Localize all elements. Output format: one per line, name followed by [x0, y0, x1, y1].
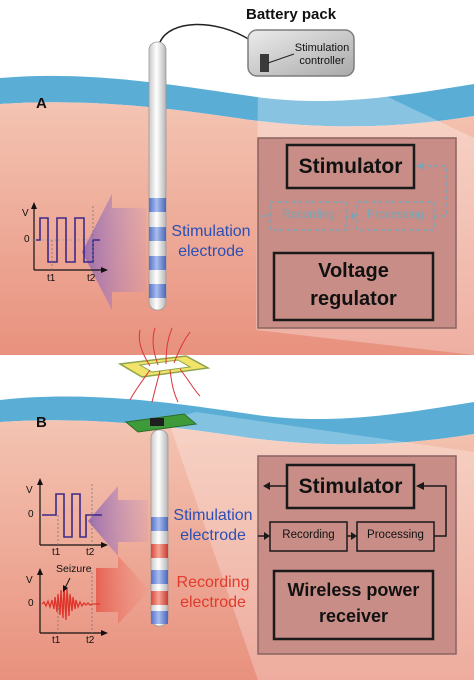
feedback-loop-b	[420, 485, 447, 537]
graph-b2-y-label: V	[26, 575, 33, 586]
stim-field-arrow-b	[88, 486, 148, 556]
stim-electrode-label-a-1: Stimulation	[171, 223, 251, 240]
recording-label-b: Recording	[282, 529, 335, 541]
rec-electrode-label-b-2: electrode	[180, 594, 246, 611]
graph-b2-y-arrow	[37, 568, 43, 575]
processing-label-a: Processing	[367, 209, 424, 221]
wireless-transmitter-coil	[117, 327, 211, 433]
rec-electrode-label-b-1: Recording	[176, 574, 250, 591]
stim-electrode-label-b-2: electrode	[180, 527, 246, 544]
controller-pointer	[267, 53, 295, 64]
stimulator-box-b	[285, 463, 416, 510]
field-lines	[129, 327, 201, 403]
battery-wire	[159, 23, 251, 43]
contact-1-a	[149, 198, 166, 212]
regulator-box-a	[272, 251, 435, 322]
contact-3-b	[151, 570, 168, 584]
graph-b1-x-arrow	[101, 542, 108, 548]
controller-label-line2: controller	[299, 55, 345, 67]
rec-to-proc-arrowhead-a	[351, 212, 357, 220]
seizure-annotation: Seizure	[56, 563, 92, 575]
graph-b2-eeg-trace	[41, 585, 100, 621]
seizure-pointer	[64, 577, 71, 589]
contact-2-a	[149, 227, 166, 241]
graph-b1-t1-label: t1	[52, 547, 61, 558]
graph-b1-y-label: V	[26, 485, 33, 496]
contact-4-b	[151, 591, 168, 605]
stimulator-box-a	[285, 143, 416, 190]
panel-a	[0, 23, 474, 355]
feedback-arrowhead-a	[416, 162, 424, 170]
graph-b2-x-arrow	[101, 630, 108, 636]
electrode-shaft-a	[148, 41, 167, 311]
stim-waveform-graph-b	[37, 478, 108, 548]
stimulator-output-arrowhead-b	[263, 482, 270, 490]
stim-electrode-label-b-1: Stimulation	[173, 507, 253, 524]
coil-inner	[138, 359, 192, 373]
graph-b1-zero-label: 0	[28, 509, 34, 520]
graph-b2-zero-label: 0	[28, 598, 34, 609]
graph-a-y-arrow	[31, 202, 37, 209]
receiver-box-b	[272, 569, 435, 641]
recording-arrow-b	[96, 556, 150, 624]
regulator-label-a-2: regulator	[310, 288, 397, 310]
stimulator-label-b: Stimulator	[298, 475, 403, 498]
regulator-label-a-1: Voltage	[318, 260, 389, 282]
implant-chip	[150, 418, 164, 426]
graph-a-t2-label: t2	[87, 273, 96, 284]
controller-chip	[260, 54, 269, 72]
receiver-label-b-1: Wireless power	[287, 580, 420, 600]
panel-b-letter: B	[36, 414, 47, 431]
feedback-arrowhead-b	[416, 482, 424, 490]
recording-label-a: Recording	[282, 209, 335, 221]
contact-2-b	[151, 544, 168, 558]
contact-4-a	[149, 284, 166, 298]
feedback-loop-a	[420, 165, 447, 217]
graph-b1-waveform	[42, 493, 102, 538]
receiver-label-b-2: receiver	[318, 606, 389, 626]
rec-to-proc-arrowhead-b	[351, 532, 357, 540]
graph-b2-t1-label: t1	[52, 635, 61, 646]
contact-1-b	[151, 517, 168, 531]
battery-pack	[247, 29, 355, 77]
controller-label-line1: Stimulation	[294, 42, 350, 54]
graph-a-y-label: V	[22, 208, 29, 219]
contact-5-b	[151, 611, 168, 624]
panel-b	[0, 327, 474, 680]
stim-electrode-label-a-2: electrode	[178, 243, 244, 260]
scalp-layer-b	[0, 396, 474, 445]
graph-a-x-arrow	[101, 267, 108, 273]
seizure-recording-graph	[37, 568, 108, 636]
processing-label-b: Processing	[367, 529, 424, 541]
stim-field-arrow-a	[82, 194, 146, 310]
contact-3-a	[149, 256, 166, 270]
graph-a-t1-label: t1	[47, 273, 56, 284]
scalp-layer-a	[0, 75, 474, 127]
graph-b1-t2-label: t2	[86, 547, 95, 558]
graph-a-waveform	[36, 217, 100, 263]
panel-a-letter: A	[36, 95, 47, 112]
stim-waveform-graph-a	[31, 202, 108, 273]
battery-pack-label: Battery pack	[246, 6, 337, 23]
graph-b1-y-arrow	[37, 478, 43, 485]
graph-a-zero-label: 0	[24, 234, 30, 245]
graph-b2-t2-label: t2	[86, 635, 95, 646]
stimulator-label-a: Stimulator	[298, 155, 403, 178]
seizure-pointer-head	[63, 585, 68, 592]
recording-input-arrowhead-b	[264, 532, 270, 540]
